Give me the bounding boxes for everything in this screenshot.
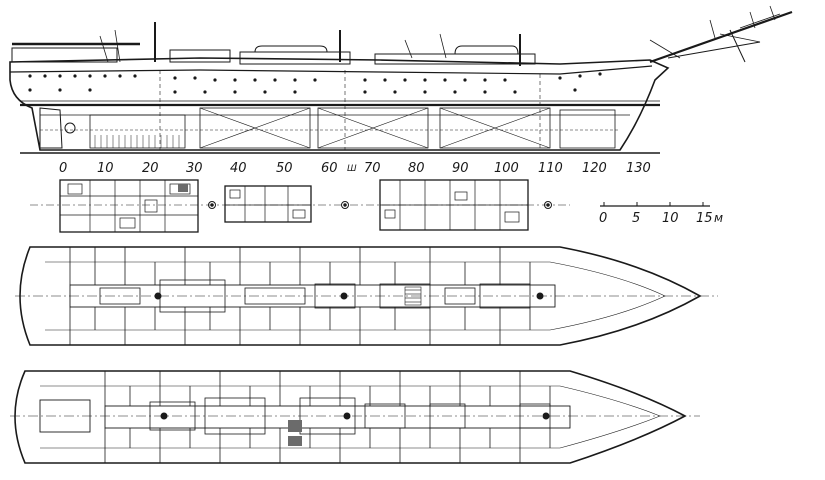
frame-tick-5: 50 xyxy=(276,161,293,176)
frame-tick-6: 60 xyxy=(321,161,338,176)
frame-tick-2: 20 xyxy=(142,161,159,176)
mast-marker xyxy=(542,412,550,420)
metric-scale-bar xyxy=(600,202,710,207)
mast-marker xyxy=(343,412,351,420)
frame-tick-0: 0 xyxy=(59,161,67,176)
mast-marker xyxy=(154,292,162,300)
mast-marker xyxy=(208,201,216,209)
metric-tick-2: 10 xyxy=(662,211,679,226)
frame-tick-11: 100 xyxy=(494,161,519,176)
mid-deckhouse-plan xyxy=(224,185,312,223)
metric-tick-3: 15 xyxy=(696,211,713,226)
deckhouse-plans xyxy=(30,179,570,233)
side-elevation xyxy=(9,5,793,154)
upper-deck-outline xyxy=(19,246,702,346)
portholes xyxy=(28,72,602,94)
frame-tick-3: 30 xyxy=(186,161,203,176)
mast-marker xyxy=(536,292,544,300)
frame-tick-8: 70 xyxy=(364,161,381,176)
poop-deckhouse xyxy=(11,47,118,63)
mast-marker xyxy=(160,412,168,420)
metric-tick-0: 0 xyxy=(599,211,607,226)
upper-deck-plan xyxy=(15,246,718,346)
frame-tick-10: 90 xyxy=(452,161,469,176)
midship-deckhouse xyxy=(239,51,351,65)
frame-tick-9: 80 xyxy=(408,161,425,176)
frame-tick-14: 130 xyxy=(626,161,651,176)
mast-marker xyxy=(340,292,348,300)
mast-marker xyxy=(341,201,349,209)
frame-tick-4: 40 xyxy=(230,161,247,176)
bowsprit xyxy=(649,10,793,64)
lower-deck-plan xyxy=(10,370,700,464)
frame-scale: 0 10 20 30 40 50 60 Ш 70 80 90 100 110 1… xyxy=(59,161,651,176)
main-deck-line xyxy=(9,65,653,75)
frame-tick-7: Ш xyxy=(347,164,357,174)
propeller xyxy=(64,122,76,134)
mast-marker xyxy=(544,201,552,209)
frame-tick-1: 10 xyxy=(97,161,114,176)
frame-tick-12: 110 xyxy=(538,161,563,176)
hull-outline xyxy=(9,57,670,151)
metric-unit: м xyxy=(714,211,723,225)
lower-deck-outline xyxy=(14,370,687,464)
aft-deckhouse-plan xyxy=(59,179,199,233)
frame-tick-13: 120 xyxy=(582,161,607,176)
rudder xyxy=(39,107,63,149)
metric-tick-1: 5 xyxy=(632,211,640,226)
